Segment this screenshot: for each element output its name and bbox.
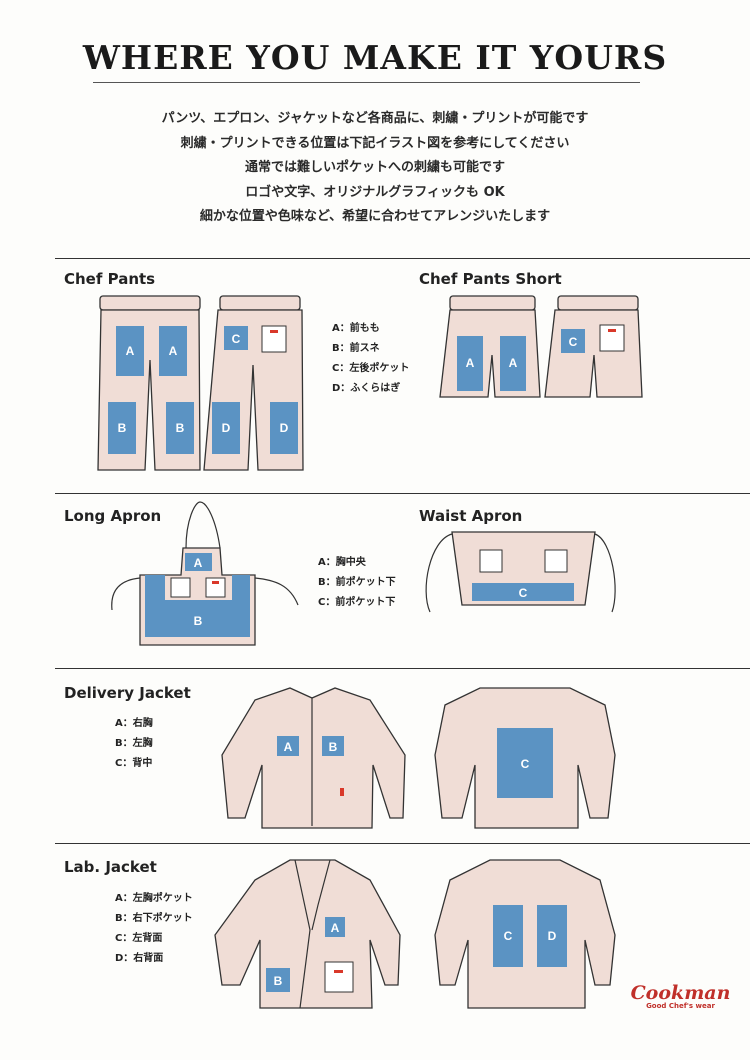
legend-item: B：左胸 [115, 738, 153, 749]
section-divider [55, 843, 750, 844]
section-divider [55, 668, 750, 669]
logo-name: Cookman [630, 982, 731, 1004]
chef-pants-short-back: C [544, 295, 643, 398]
legend-item: B：前スネ [332, 343, 380, 354]
lab-jacket-title: Lab. Jacket [64, 858, 157, 876]
waist-apron-title: Waist Apron [419, 507, 523, 525]
legend-item: A：右胸 [115, 718, 153, 729]
legend-item: C：背中 [115, 758, 153, 769]
zone-label: B [194, 614, 203, 628]
intro-line: 細かな位置や色味など、希望に合わせてアレンジいたします [199, 209, 551, 224]
intro-line: 通常では難しいポケットへの刺繍も可能です [244, 160, 505, 175]
zone-label: B [274, 974, 283, 988]
legend-item: C：前ポケット下 [318, 597, 396, 608]
chef-pants-short-front: A A [439, 295, 541, 398]
zone-label: B [329, 740, 338, 754]
delivery-jacket-legend: A：右胸 B：左胸 C：背中 [115, 714, 153, 774]
zone-label: C [569, 335, 578, 349]
legend-item: A：胸中央 [318, 557, 366, 568]
intro-line: パンツ、エプロン、ジャケットなど各商品に、刺繍・プリントが可能です [161, 111, 589, 126]
zone-label: D [222, 421, 231, 435]
legend-item: D：ふくらはぎ [332, 383, 401, 394]
zone-label: A [466, 356, 475, 370]
zone-label: C [232, 332, 241, 346]
chef-pants-title: Chef Pants [64, 270, 156, 288]
zone-label: A [509, 356, 518, 370]
zone-label: D [280, 421, 289, 435]
delivery-jacket-title: Delivery Jacket [64, 684, 191, 702]
waist-apron: C [425, 531, 616, 613]
zone-label: D [548, 929, 557, 943]
legend-item: A：左胸ポケット [115, 893, 193, 904]
zone-label: A [169, 344, 178, 358]
section-divider [55, 258, 750, 259]
zone-label: A [194, 556, 203, 570]
lab-jacket-legend: A：左胸ポケット B：右下ポケット C：左背面 D：右背面 [115, 889, 193, 969]
delivery-jacket-front: A B [221, 687, 406, 829]
long-apron-title: Long Apron [64, 507, 162, 525]
cookman-logo: Cookman Good Chef's wear [628, 982, 733, 1010]
section-divider [55, 493, 750, 494]
intro-line: ロゴや文字、オリジナルグラフィックも OK [245, 184, 505, 200]
logo-tagline: Good Chef's wear [646, 1002, 715, 1010]
lab-jacket-back: C D [434, 859, 616, 1009]
legend-item: B：前ポケット下 [318, 577, 396, 588]
long-apron: A B [111, 501, 299, 646]
zone-label: A [126, 344, 135, 358]
intro-text: パンツ、エプロン、ジャケットなど各商品に、刺繍・プリントが可能です 刺繍・プリン… [0, 107, 750, 230]
chef-pants-front: A A B B [97, 295, 201, 471]
legend-item: A：前もも [332, 323, 380, 334]
zone-label: B [176, 421, 185, 435]
delivery-jacket-back: C [434, 687, 616, 829]
zone-label: B [118, 421, 127, 435]
title-rule [93, 82, 640, 83]
zone-label: C [521, 757, 530, 771]
zone-label: C [519, 586, 528, 600]
long-apron-legend: A：胸中央 B：前ポケット下 C：前ポケット下 [318, 553, 396, 613]
lab-jacket-front: A B [214, 859, 401, 1009]
zone-label: A [284, 740, 293, 754]
chef-pants-legend: A：前もも B：前スネ C：左後ポケット D：ふくらはぎ [332, 319, 409, 399]
legend-item: C：左後ポケット [332, 363, 410, 374]
legend-item: B：右下ポケット [115, 913, 193, 924]
chef-pants-back: C D D [203, 295, 304, 471]
intro-line: 刺繍・プリントできる位置は下記イラスト図を参考にしてください [180, 135, 570, 151]
legend-item: D：右背面 [115, 953, 164, 964]
zone-label: C [504, 929, 513, 943]
zone-label: A [331, 921, 340, 935]
legend-item: C：左背面 [115, 933, 163, 944]
chef-pants-short-title: Chef Pants Short [419, 270, 562, 288]
page-title: WHERE YOU MAKE IT YOURS [82, 38, 668, 77]
